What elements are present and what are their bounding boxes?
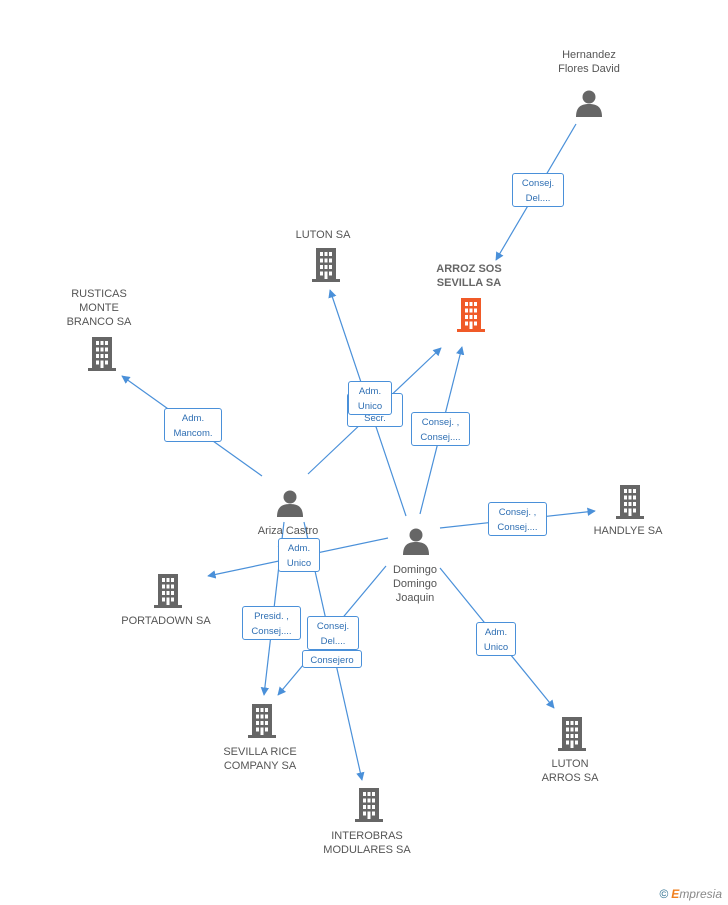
- node-label-hernandez[interactable]: Hernandez Flores David: [558, 49, 620, 75]
- copyright-notice: ©Empresia: [659, 887, 722, 901]
- role-label-domingo-to-handlye[interactable]: Consej. , Consej....: [488, 502, 547, 536]
- node-label-luton[interactable]: LUTON SA: [295, 229, 351, 241]
- copyright-icon: ©: [659, 887, 669, 901]
- role-label-domingo-to-sevillarice[interactable]: Consej. Del....: [307, 616, 359, 650]
- node-label-portadown[interactable]: PORTADOWN SA: [121, 615, 211, 627]
- building-icon-luton[interactable]: [312, 248, 340, 282]
- role-label-domingo-to-lutonarros[interactable]: Adm. Unico: [476, 622, 516, 656]
- role-label-ariza-to-rusticas[interactable]: Adm. Mancom.: [164, 408, 222, 442]
- node-label-sevillarice[interactable]: SEVILLA RICE COMPANY SA: [223, 746, 297, 772]
- person-icon-hernandez[interactable]: [576, 90, 602, 118]
- building-icon-lutonarros[interactable]: [558, 717, 586, 751]
- role-label-ariza-to-interobras[interactable]: Consejero: [302, 650, 362, 668]
- building-icon-handlye[interactable]: [616, 485, 644, 519]
- node-label-handlye[interactable]: HANDLYE SA: [593, 525, 663, 537]
- person-icon-domingo[interactable]: [403, 528, 429, 556]
- role-label-domingo-to-luton[interactable]: Adm. Unico: [348, 381, 392, 415]
- person-icon-ariza[interactable]: [277, 490, 303, 518]
- role-label-ariza-to-sevillarice[interactable]: Presid. , Consej....: [242, 606, 301, 640]
- node-label-arroz[interactable]: ARROZ SOS SEVILLA SA: [436, 263, 502, 289]
- node-label-rusticas[interactable]: RUSTICAS MONTE BRANCO SA: [66, 288, 132, 328]
- building-icon-portadown[interactable]: [154, 574, 182, 608]
- node-label-lutonarros[interactable]: LUTON ARROS SA: [541, 758, 599, 784]
- building-icon-sevillarice[interactable]: [248, 704, 276, 738]
- node-label-interobras[interactable]: INTEROBRAS MODULARES SA: [323, 830, 411, 856]
- building-icon-interobras[interactable]: [355, 788, 383, 822]
- role-label-domingo-to-portadown[interactable]: Adm. Unico: [278, 538, 320, 572]
- building-icon-rusticas[interactable]: [88, 337, 116, 371]
- node-label-domingo[interactable]: Domingo Domingo Joaquin: [392, 564, 438, 604]
- role-label-hernandez-to-arroz[interactable]: Consej. Del....: [512, 173, 564, 207]
- brand-logo: Empresia: [671, 887, 722, 901]
- role-label-domingo-to-arroz[interactable]: Consej. , Consej....: [411, 412, 470, 446]
- building-icon-arroz[interactable]: [457, 298, 485, 332]
